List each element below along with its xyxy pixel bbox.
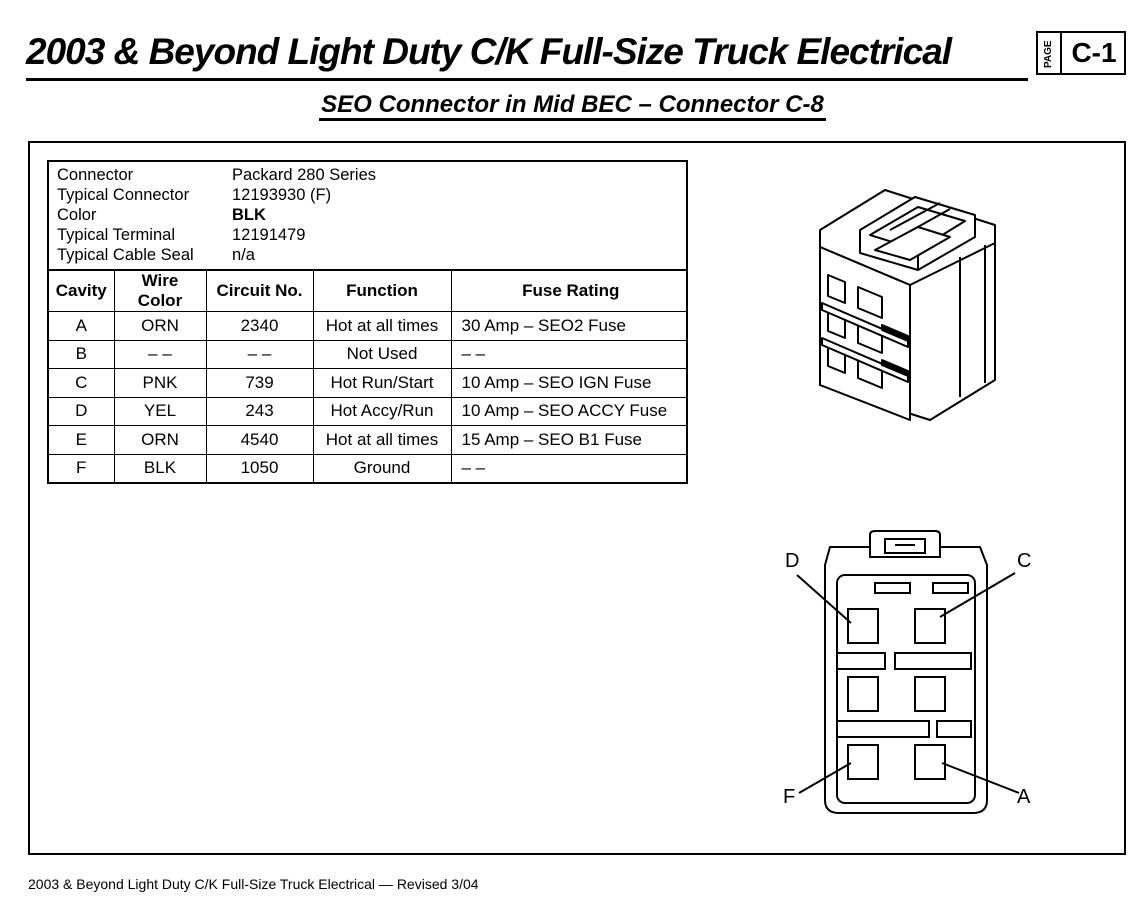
callout-c: C: [1017, 550, 1031, 572]
page-label: PAGE: [1043, 40, 1054, 68]
table-cell: Not Used: [312, 339, 452, 369]
table-cell: A: [49, 311, 115, 341]
table-cell: – –: [113, 339, 207, 369]
table-cell: 739: [205, 368, 314, 398]
table-cell: Hot Accy/Run: [312, 396, 452, 426]
table-row: C PNK 739 Hot Run/Start 10 Amp – SEO IGN…: [49, 368, 686, 398]
spec-value: 12191479: [232, 226, 306, 244]
table-row: B – – – – Not Used – –: [49, 339, 686, 369]
column-header: Circuit No.: [205, 271, 314, 312]
table-cell: 2340: [205, 311, 314, 341]
spec-label: Color: [57, 206, 97, 224]
connector-face-drawing: D C F A: [783, 530, 1031, 814]
table-header-row: Cavity Wire Color Circuit No. Function F…: [49, 271, 686, 312]
table-cell: 30 Amp – SEO2 Fuse: [450, 311, 686, 341]
table-cell: F: [49, 453, 115, 482]
connector-isometric-drawing: [819, 189, 996, 421]
page-title: 2003 & Beyond Light Duty C/K Full-Size T…: [26, 31, 952, 72]
table-row: A ORN 2340 Hot at all times 30 Amp – SEO…: [49, 311, 686, 341]
content-frame: [28, 141, 1126, 855]
cavity-table: Cavity Wire Color Circuit No. Function F…: [49, 271, 686, 482]
callout-d: D: [785, 550, 799, 572]
cavity-e: [847, 676, 879, 712]
table-cell: BLK: [113, 453, 207, 482]
spec-value: Packard 280 Series: [232, 166, 376, 184]
column-header: Function: [312, 271, 452, 312]
table-cell: ORN: [113, 311, 207, 341]
table-cell: PNK: [113, 368, 207, 398]
table-cell: 4540: [205, 425, 314, 455]
column-header: Wire Color: [113, 271, 207, 312]
table-cell: Ground: [312, 453, 452, 482]
column-header: Fuse Rating: [450, 271, 686, 312]
table-cell: ORN: [113, 425, 207, 455]
callout-a: A: [1017, 786, 1031, 808]
spec-row-typical-cable-seal: Typical Cable Seal n/a: [57, 245, 678, 265]
subtitle-text: SEO Connector in Mid BEC – Connector C-8: [319, 91, 826, 121]
table-row: F BLK 1050 Ground – –: [49, 453, 686, 482]
cavity-c: [914, 608, 946, 644]
spec-value: BLK: [232, 206, 266, 224]
page-number: C-1: [1071, 37, 1117, 68]
spec-label: Connector: [57, 166, 134, 184]
cavity-b: [914, 676, 946, 712]
page-box-divider: [1060, 33, 1062, 73]
section-subtitle: SEO Connector in Mid BEC – Connector C-8: [0, 88, 1145, 122]
table-cell: D: [49, 396, 115, 426]
spec-label: Typical Terminal: [57, 226, 175, 244]
page-footer: 2003 & Beyond Light Duty C/K Full-Size T…: [28, 876, 479, 892]
spec-label: Typical Connector: [57, 186, 190, 204]
cavity-f: [847, 744, 879, 780]
page-box: PAGE C-1: [1036, 31, 1126, 75]
table-cell: Hot Run/Start: [312, 368, 452, 398]
spec-label: Typical Cable Seal: [57, 246, 194, 264]
spec-value: 12193930 (F): [232, 186, 332, 204]
connector-info-table: Connector Packard 280 Series Typical Con…: [47, 160, 688, 484]
spec-row-color: Color BLK: [57, 205, 678, 225]
spec-row-typical-connector: Typical Connector 12193930 (F): [57, 185, 678, 205]
table-cell: 243: [205, 396, 314, 426]
callout-f: F: [783, 786, 795, 808]
cavity-a: [914, 744, 946, 780]
spec-row-typical-terminal: Typical Terminal 12191479: [57, 225, 678, 245]
table-cell: Hot at all times: [312, 311, 452, 341]
column-header: Cavity: [49, 271, 115, 312]
table-cell: 10 Amp – SEO IGN Fuse: [450, 368, 686, 398]
table-cell: 1050: [205, 453, 314, 482]
table-cell: B: [49, 339, 115, 369]
cavity-d: [847, 608, 879, 644]
table-row: D YEL 243 Hot Accy/Run 10 Amp – SEO ACCY…: [49, 396, 686, 426]
header-rule: [26, 78, 1028, 81]
table-cell: C: [49, 368, 115, 398]
spec-value: n/a: [232, 246, 255, 264]
connector-spec-block: Connector Packard 280 Series Typical Con…: [49, 162, 686, 271]
table-cell: – –: [450, 339, 686, 369]
table-cell: 10 Amp – SEO ACCY Fuse: [450, 396, 686, 426]
table-cell: – –: [450, 453, 686, 482]
table-cell: YEL: [113, 396, 207, 426]
table-cell: – –: [205, 339, 314, 369]
table-row: E ORN 4540 Hot at all times 15 Amp – SEO…: [49, 425, 686, 455]
spec-row-connector: Connector Packard 280 Series: [57, 165, 678, 185]
table-cell: Hot at all times: [312, 425, 452, 455]
table-cell: 15 Amp – SEO B1 Fuse: [450, 425, 686, 455]
table-cell: E: [49, 425, 115, 455]
